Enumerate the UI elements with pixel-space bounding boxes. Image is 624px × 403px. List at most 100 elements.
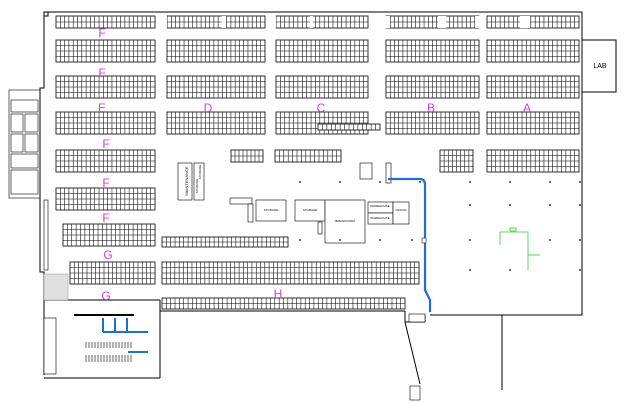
south-door-box bbox=[409, 385, 421, 401]
zone-label-f5: F bbox=[102, 211, 109, 225]
rack-block bbox=[55, 15, 156, 29]
rack-block bbox=[385, 75, 480, 99]
rack-block bbox=[62, 223, 156, 247]
lab-building bbox=[581, 39, 617, 93]
column-dot bbox=[579, 181, 581, 183]
column-dot bbox=[579, 239, 581, 241]
room-label-r4: WAREHOUSE bbox=[370, 204, 390, 208]
sw-bar bbox=[74, 314, 134, 316]
rack-block bbox=[55, 111, 156, 135]
column-dot bbox=[469, 204, 471, 206]
column-dots bbox=[299, 181, 581, 271]
rack-block bbox=[166, 75, 266, 99]
zone-labels: F F E D C B A F F F G G H LAB bbox=[98, 26, 607, 303]
rack-block bbox=[166, 39, 266, 63]
rack-block bbox=[486, 15, 580, 29]
room-label-r3: BREAKROOM bbox=[335, 219, 355, 223]
rack-block bbox=[230, 149, 264, 163]
rack-block bbox=[275, 75, 369, 99]
rack-gap bbox=[163, 16, 167, 28]
column-dot bbox=[379, 181, 381, 183]
lab-label: LAB bbox=[593, 63, 607, 70]
pipe-valve bbox=[421, 237, 427, 244]
room-labels: MAINTENANCE STORAGE STORAGE STORAGE STOR… bbox=[184, 165, 407, 223]
interior-rooms bbox=[177, 162, 410, 244]
rack-gap bbox=[222, 16, 226, 28]
zone-label-a: A bbox=[523, 101, 531, 115]
room-label-r1: STORAGE bbox=[264, 208, 279, 212]
zone-label-b: B bbox=[427, 101, 435, 115]
south-dock-box bbox=[408, 313, 426, 323]
column-dot bbox=[549, 239, 551, 241]
rack-gap bbox=[520, 16, 530, 28]
column-dot bbox=[299, 181, 301, 183]
column-dot bbox=[469, 269, 471, 271]
column-dot bbox=[379, 239, 381, 241]
room-label-r5: WAREHOUSE bbox=[370, 216, 390, 220]
rack-block bbox=[486, 111, 580, 135]
column-dot bbox=[579, 269, 581, 271]
stair-block bbox=[43, 317, 57, 375]
rack-gap bbox=[310, 16, 313, 28]
column-dot bbox=[339, 181, 341, 183]
west-office-annex bbox=[8, 89, 49, 271]
column-dot bbox=[509, 204, 511, 206]
zone-label-f2: F bbox=[98, 66, 105, 80]
rack-rows bbox=[55, 15, 580, 310]
pipe-run bbox=[388, 177, 432, 312]
sw-pipe-fixture bbox=[102, 318, 148, 353]
green-equipment bbox=[499, 227, 540, 270]
rack-block bbox=[55, 149, 156, 173]
rack-block bbox=[385, 39, 480, 63]
rack-block bbox=[161, 236, 289, 248]
zone-label-d: D bbox=[204, 101, 213, 115]
rack-gap bbox=[438, 16, 446, 28]
rack-block bbox=[486, 149, 580, 173]
rack-gap bbox=[475, 16, 485, 28]
rack-block bbox=[486, 39, 580, 63]
column-dot bbox=[469, 181, 471, 183]
rack-block bbox=[55, 39, 156, 63]
room-label-r2: STORAGE bbox=[303, 208, 318, 212]
rack-block bbox=[161, 297, 406, 310]
zone-label-f4: F bbox=[102, 176, 109, 190]
rack-block bbox=[161, 261, 420, 285]
zone-label-e1: E bbox=[98, 101, 106, 115]
maint-side-b-label: STORAGE bbox=[198, 165, 202, 180]
column-dot bbox=[509, 181, 511, 183]
rack-block bbox=[55, 187, 156, 211]
rack-block bbox=[275, 39, 369, 63]
column-dot bbox=[299, 239, 301, 241]
rack-block bbox=[275, 111, 369, 135]
rack-gap bbox=[380, 16, 390, 28]
rack-block bbox=[317, 123, 381, 131]
rack-block bbox=[385, 15, 480, 29]
rack-block bbox=[274, 149, 342, 163]
column-dot bbox=[339, 239, 341, 241]
column-dot bbox=[411, 239, 413, 241]
rack-gap bbox=[270, 16, 276, 28]
rack-block bbox=[55, 75, 156, 99]
column-dot bbox=[509, 269, 511, 271]
maintenance-label: MAINTENANCE bbox=[184, 166, 189, 195]
sw-rack-ticks bbox=[85, 342, 132, 362]
column-dot bbox=[419, 181, 421, 183]
zone-label-h: H bbox=[274, 287, 283, 301]
column-dot bbox=[579, 204, 581, 206]
rack-block bbox=[439, 149, 474, 173]
zone-label-f3: F bbox=[102, 137, 109, 151]
zone-label-g1: G bbox=[103, 248, 112, 262]
column-dot bbox=[549, 204, 551, 206]
rack-block bbox=[69, 261, 156, 285]
column-dot bbox=[549, 181, 551, 183]
maint-side-a-label: STORAGE bbox=[195, 179, 199, 194]
rack-block bbox=[486, 75, 580, 99]
rack-block bbox=[166, 111, 266, 135]
zone-label-f1: F bbox=[98, 26, 105, 40]
zone-label-c: C bbox=[317, 101, 326, 115]
rack-block bbox=[385, 111, 480, 135]
zone-label-g2: G bbox=[101, 289, 110, 303]
rack-block bbox=[275, 15, 369, 29]
column-dot bbox=[469, 239, 471, 241]
